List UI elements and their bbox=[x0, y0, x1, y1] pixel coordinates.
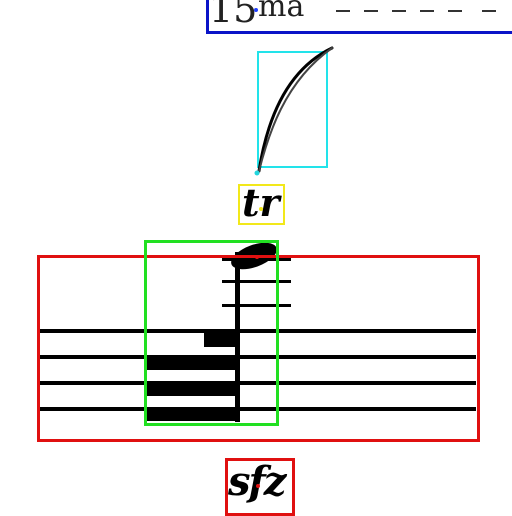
ottava-anchor-dot bbox=[254, 8, 258, 12]
beam bbox=[147, 408, 238, 421]
slur-arc bbox=[254, 46, 334, 176]
ottava-bbox bbox=[206, 0, 512, 34]
trill-mark: tr bbox=[242, 180, 280, 225]
ledger-line bbox=[222, 280, 291, 283]
ottava-dash bbox=[420, 10, 434, 12]
beam-stub bbox=[204, 333, 238, 347]
trill-anchor-dot bbox=[259, 207, 263, 211]
staff-line bbox=[40, 407, 476, 411]
ottava-dash bbox=[448, 10, 462, 12]
staff-line bbox=[40, 329, 476, 333]
staff-line bbox=[40, 355, 476, 359]
ottava-number: 15 bbox=[209, 0, 258, 31]
ottava-suffix: ma bbox=[258, 0, 305, 24]
note-anchor-dot bbox=[255, 255, 259, 259]
trill-bbox bbox=[238, 184, 285, 225]
dynamic-anchor-dot bbox=[256, 484, 260, 488]
staff-line bbox=[40, 381, 476, 385]
ottava-dash bbox=[364, 10, 378, 12]
ottava-dash bbox=[482, 10, 496, 12]
ottava-dash bbox=[336, 10, 350, 12]
beam bbox=[147, 383, 238, 396]
dynamic-mark: sfz bbox=[228, 458, 286, 505]
note-bbox bbox=[144, 240, 279, 426]
ottava-dash bbox=[392, 10, 406, 12]
slur-bbox bbox=[257, 51, 328, 168]
beam bbox=[147, 357, 238, 370]
ledger-line bbox=[222, 304, 291, 307]
